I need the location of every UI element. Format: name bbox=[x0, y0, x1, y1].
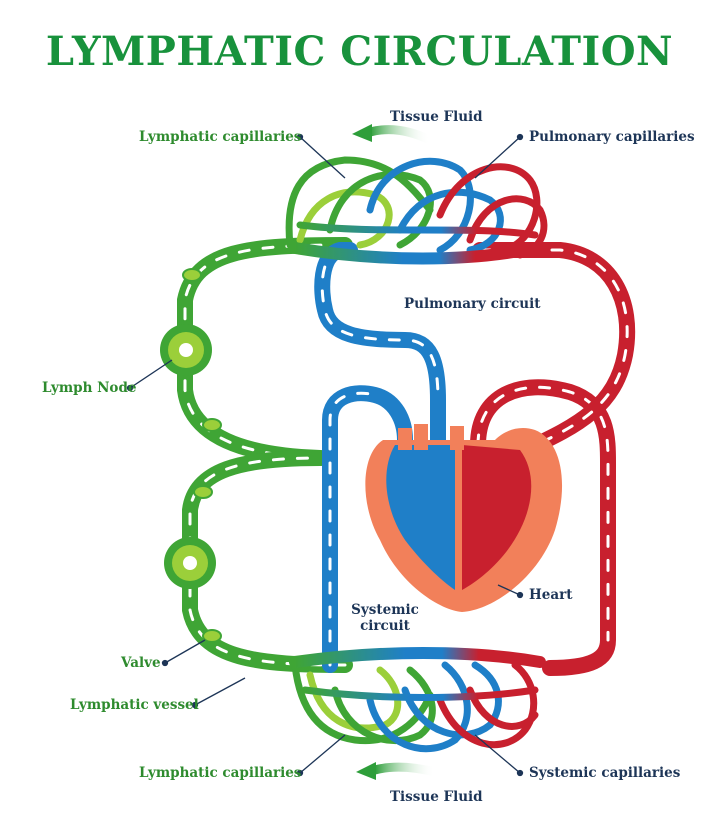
tissue-fluid-label-bottom: Tissue Fluid bbox=[390, 789, 483, 805]
tissue-fluid-arrow bbox=[352, 124, 432, 145]
lymph-node bbox=[164, 537, 216, 589]
systemic-circuit-label-line2: circuit bbox=[360, 618, 410, 634]
page-title: LYMPHATIC CIRCULATION bbox=[45, 28, 674, 75]
heart bbox=[365, 424, 563, 612]
valve bbox=[182, 268, 222, 643]
systemic-capillary-bed bbox=[289, 647, 546, 753]
pulmonary-circuit bbox=[314, 242, 636, 458]
heart-label: Heart bbox=[529, 587, 573, 603]
systemic-circuit-label: Systemic circuit bbox=[340, 602, 430, 634]
valve-label: Valve bbox=[121, 655, 161, 671]
pulmonary-circuit-label: Pulmonary circuit bbox=[404, 296, 541, 312]
systemic-capillaries-label: Systemic capillaries bbox=[529, 765, 681, 781]
lymphatic-capillaries-label-top: Lymphatic capillaries bbox=[139, 129, 302, 145]
tissue-fluid-arrow bbox=[356, 762, 437, 780]
systemic-circuit-label-line1: Systemic bbox=[351, 602, 419, 618]
tissue-fluid-label-top: Tissue Fluid bbox=[390, 109, 483, 125]
pointer-lines bbox=[126, 133, 524, 777]
lymphatic-vessel-label: Lymphatic vessel bbox=[70, 697, 199, 713]
pulmonary-capillaries-label: Pulmonary capillaries bbox=[529, 129, 695, 145]
lymphatic-capillaries-label-bottom: Lymphatic capillaries bbox=[139, 765, 302, 781]
pulmonary-capillary-bed bbox=[285, 156, 548, 265]
lymphatic-vessel bbox=[177, 237, 353, 673]
lymph-node bbox=[160, 324, 212, 376]
lymph-node-label: Lymph Node bbox=[42, 380, 137, 396]
